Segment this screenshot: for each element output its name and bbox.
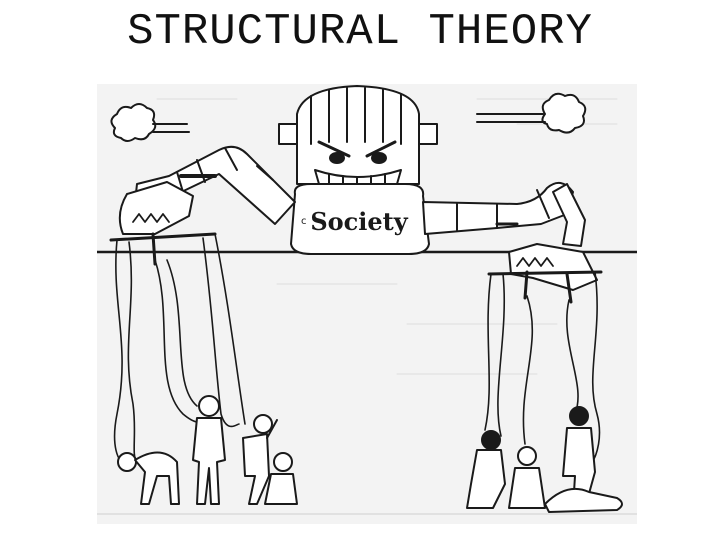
cartoon-svg: Society c <box>97 85 637 515</box>
steam-puff-right <box>476 92 587 134</box>
puppet-control-bars <box>109 232 603 304</box>
steam-puff-left <box>110 103 190 142</box>
svg-text:c: c <box>301 216 307 227</box>
person-waving <box>242 414 278 505</box>
robot-society-label: Society <box>310 207 408 236</box>
person-bent-over <box>117 451 180 505</box>
cartoon-illustration: Society c <box>97 84 637 524</box>
people-left-group <box>117 395 298 505</box>
person-sitting <box>264 452 298 505</box>
slide-title: STRUCTURAL THEORY <box>127 7 593 57</box>
puppet-strings-left <box>113 233 246 465</box>
robot-right-arm <box>422 181 598 291</box>
people-right-group <box>466 406 623 513</box>
puppet-strings-right <box>484 271 601 465</box>
person-crouching <box>466 430 506 509</box>
person-standing <box>192 395 226 505</box>
robot-body: Society c <box>290 183 430 255</box>
robot-left-arm <box>118 145 296 235</box>
person-lying <box>544 488 623 513</box>
person-standing-right <box>562 406 596 509</box>
robot-head <box>278 85 438 189</box>
person-sitting-center <box>508 446 546 509</box>
